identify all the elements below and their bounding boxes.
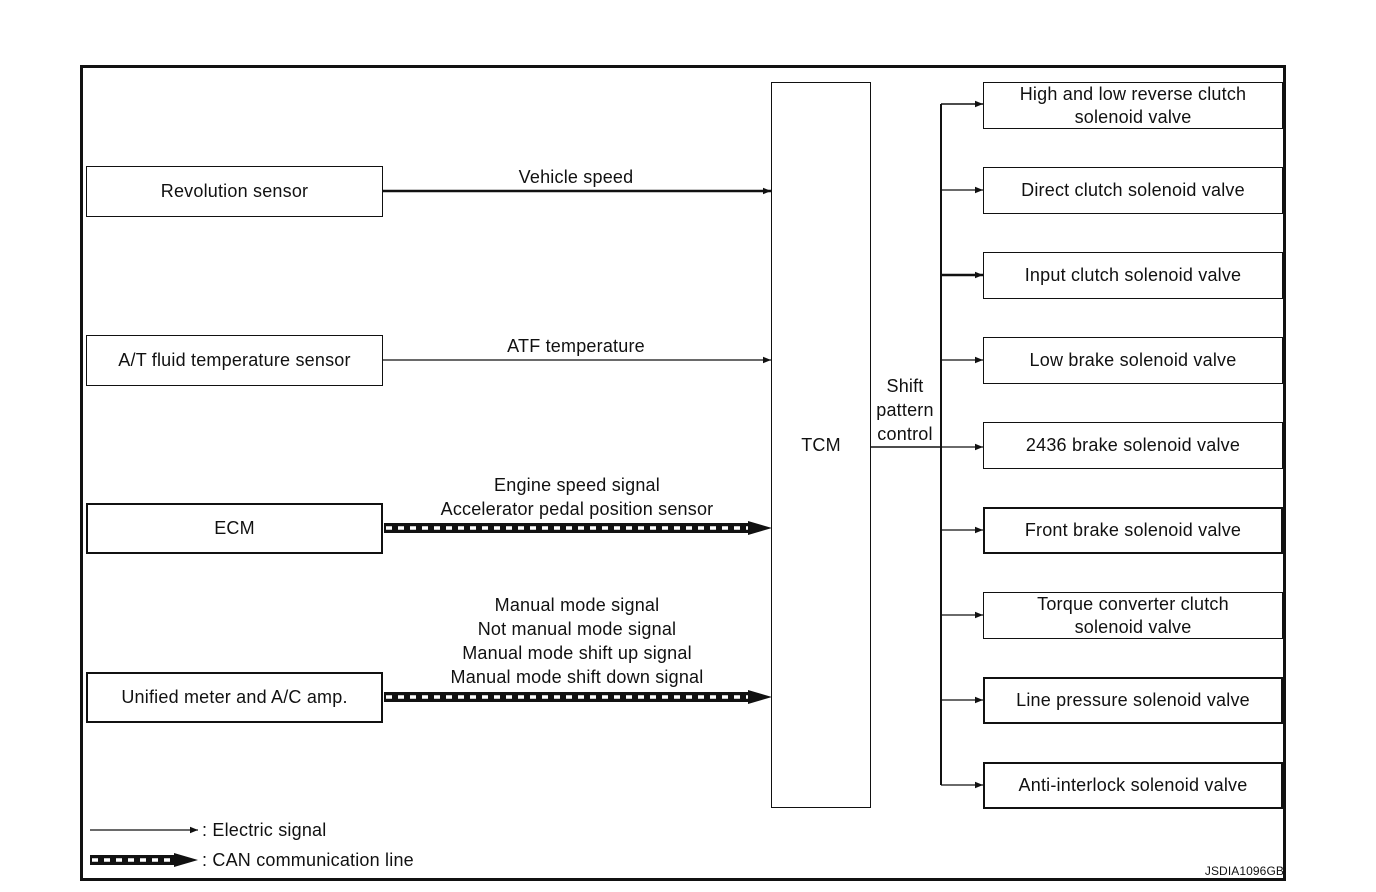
output-direct-clutch: Direct clutch solenoid valve [983, 167, 1283, 214]
ecm-box: ECM [86, 503, 383, 554]
tcm-label: TCM [801, 434, 841, 455]
legend-electric-label: : Electric signal [202, 820, 327, 840]
revolution-sensor-label: Revolution sensor [160, 181, 309, 201]
signal-ecm: Engine speed signal Accelerator pedal po… [440, 475, 714, 519]
output-torque-converter-clutch: Torque converter clutch solenoid valve [983, 592, 1283, 639]
output-high-low-reverse-clutch: High and low reverse clutch solenoid val… [983, 82, 1283, 129]
output-anti-interlock: Anti-interlock solenoid valve [983, 762, 1283, 809]
output-low-brake: Low brake solenoid valve [983, 337, 1283, 384]
unified-meter-box: Unified meter and A/C amp. [86, 672, 383, 723]
output-line-pressure: Line pressure solenoid valve [983, 677, 1283, 724]
signal-vehicle-speed: Vehicle speed [518, 167, 634, 187]
shift-pattern-control-label: Shift pattern control [876, 376, 934, 444]
signal-atf-temperature: ATF temperature [507, 336, 645, 356]
diagram-frame [80, 65, 1286, 881]
ecm-label: ECM [214, 518, 255, 538]
output-input-clutch: Input clutch solenoid valve [983, 252, 1283, 299]
legend-can-label: : CAN communication line [202, 850, 414, 870]
revolution-sensor-box: Revolution sensor [86, 166, 383, 217]
can-line-unified-meter [384, 690, 772, 704]
output-front-brake: Front brake solenoid valve [983, 507, 1283, 554]
legend-can-symbol [90, 853, 198, 867]
atf-sensor-box: A/T fluid temperature sensor [86, 335, 383, 386]
unified-meter-label: Unified meter and A/C amp. [121, 687, 348, 707]
signal-unified-meter: Manual mode signal Not manual mode signa… [450, 595, 704, 687]
atf-sensor-label: A/T fluid temperature sensor [118, 350, 351, 370]
tcm-box: TCM [771, 82, 871, 808]
can-line-ecm [384, 521, 772, 535]
figure-code: JSDIA1096GB [1204, 864, 1284, 878]
output-2436-brake: 2436 brake solenoid valve [983, 422, 1283, 469]
